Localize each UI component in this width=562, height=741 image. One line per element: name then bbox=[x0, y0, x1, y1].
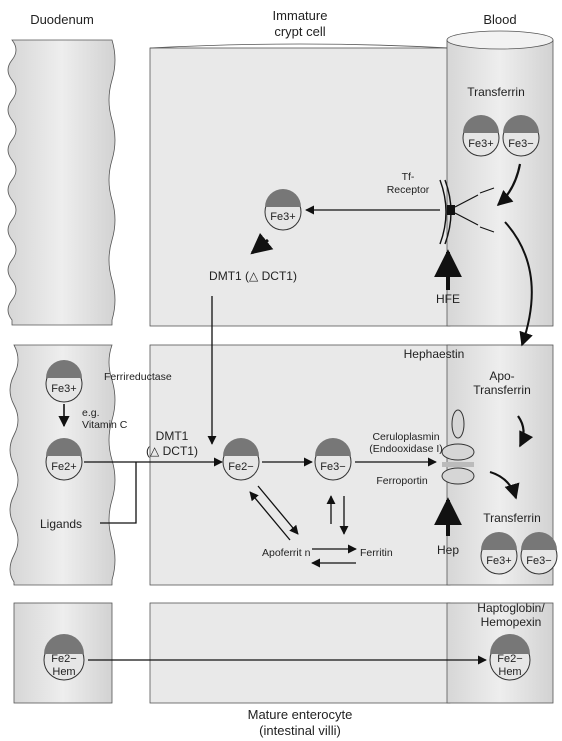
label-ferrireductase: Ferrireductase bbox=[104, 371, 172, 383]
label-haptoglobin-line1: Haptoglobin/ bbox=[477, 601, 545, 615]
header-mature-line2: (intestinal villi) bbox=[259, 723, 341, 738]
lumen-fe3-ion: Fe3+ bbox=[46, 360, 82, 402]
label-apo-transferrin-line2: Transferrin bbox=[473, 383, 531, 397]
cell-fe2-ion: Fe2− bbox=[223, 438, 259, 480]
ion-heme-lumen-line1: Fe2− bbox=[51, 653, 76, 665]
heme-ion-lumen: Fe2− Hem bbox=[44, 634, 84, 680]
lumen-fe2-ion: Fe2+ bbox=[46, 438, 82, 480]
label-tf-receptor-line2: Receptor bbox=[387, 184, 430, 196]
label-ceruloplasmin-line2: (Endooxidase I) bbox=[369, 443, 443, 455]
label-ceruloplasmin-line1: Ceruloplasmin bbox=[372, 431, 439, 443]
label-ferroportin: Ferroportin bbox=[376, 475, 428, 487]
heme-ion-blood: Fe2− Hem bbox=[490, 634, 530, 680]
label-dmt1-top: DMT1 (△ DCT1) bbox=[209, 269, 297, 283]
label-hephaestin: Hephaestin bbox=[404, 347, 465, 361]
header-duodenum: Duodenum bbox=[30, 12, 94, 27]
enterocyte-column bbox=[150, 44, 450, 703]
label-dmt1-mid-line2: (△ DCT1) bbox=[146, 444, 198, 458]
ion-lumen-fe3: Fe3+ bbox=[51, 383, 76, 395]
label-apoferritin: Apoferrit n bbox=[262, 547, 311, 559]
label-dmt1-mid-line1: DMT1 bbox=[156, 429, 189, 443]
header-mature-line1: Mature enterocyte bbox=[248, 707, 353, 722]
label-tf-receptor-line1: Tf- bbox=[402, 171, 415, 183]
label-haptoglobin-line2: Hemopexin bbox=[481, 615, 542, 629]
ion-cell-fe3: Fe3− bbox=[320, 461, 345, 473]
ion-cell-fe2: Fe2− bbox=[228, 461, 253, 473]
ion-tf-top-right: Fe3− bbox=[508, 138, 533, 150]
header-immature-line1: Immature bbox=[273, 8, 328, 23]
ion-crypt-fe: Fe3+ bbox=[270, 211, 295, 223]
label-transferrin-top: Transferrin bbox=[467, 85, 525, 99]
label-hfe: HFE bbox=[436, 292, 460, 306]
label-eg-line2: Vitamin C bbox=[82, 419, 128, 431]
ion-heme-lumen-line2: Hem bbox=[52, 666, 75, 678]
ion-heme-blood-line1: Fe2− bbox=[497, 653, 522, 665]
ion-tf-bottom-right: Fe3− bbox=[526, 555, 551, 567]
cell-fe3-ion: Fe3− bbox=[315, 438, 351, 480]
ion-tf-top-left: Fe3+ bbox=[468, 138, 493, 150]
label-transferrin-bottom: Transferrin bbox=[483, 511, 541, 525]
label-apo-transferrin-line1: Apo- bbox=[489, 369, 514, 383]
ion-lumen-fe2: Fe2+ bbox=[51, 461, 76, 473]
ion-heme-blood-line2: Hem bbox=[498, 666, 521, 678]
label-ligands: Ligands bbox=[40, 517, 82, 531]
label-ferritin: Ferritin bbox=[360, 547, 393, 559]
label-eg-line1: e.g. bbox=[82, 407, 100, 419]
label-hep: Hep bbox=[437, 543, 459, 557]
header-blood: Blood bbox=[483, 12, 516, 27]
ion-tf-bottom-left: Fe3+ bbox=[486, 555, 511, 567]
crypt-fe-ion: Fe3+ bbox=[265, 189, 301, 230]
header-immature-line2: crypt cell bbox=[274, 24, 325, 39]
